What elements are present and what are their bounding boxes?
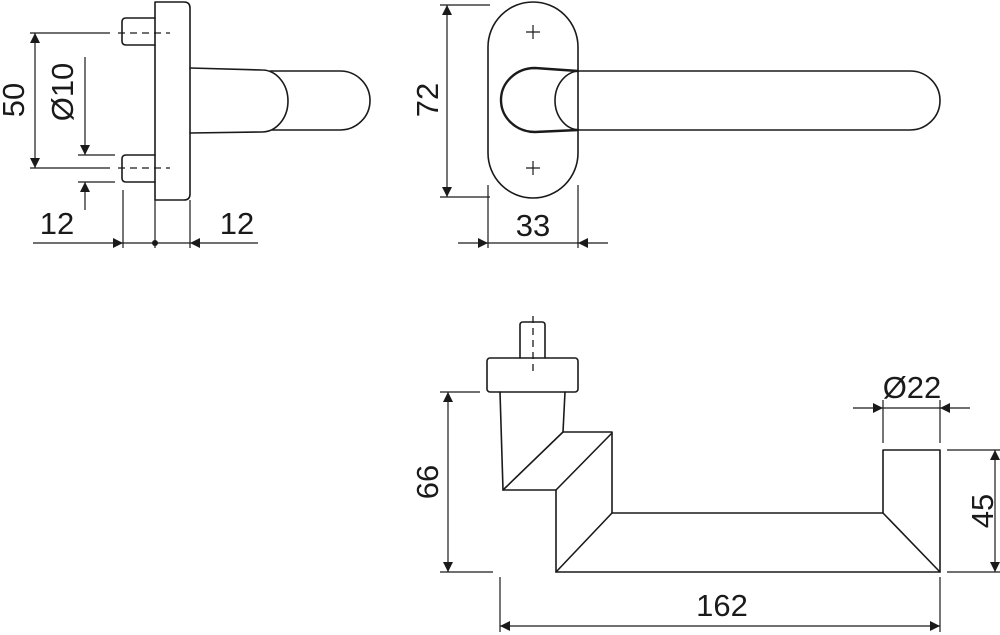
screw-plus-icon (526, 161, 540, 175)
rose-plate (154, 1, 191, 201)
rose-cap (486, 357, 579, 393)
pin-bottom (121, 154, 156, 183)
side-view: 50 Ø10 12 12 (0, 1, 371, 248)
top-view: 66 162 Ø22 45 (410, 316, 1000, 632)
dim-pin-diameter: Ø10 (45, 63, 80, 122)
dim-rose-thickness: 12 (220, 206, 254, 241)
dim-lever-end-height: 45 (965, 494, 1000, 528)
dim-height: 66 (410, 465, 445, 499)
dim-pin-spacing: 50 (0, 83, 31, 117)
front-view: 72 33 (410, 1, 941, 248)
dim-lever-diameter: Ø22 (883, 370, 942, 405)
pin-top (121, 17, 156, 46)
rose-oval (487, 1, 579, 199)
lever-body (499, 391, 941, 573)
handle-lever (554, 70, 941, 131)
dim-rose-width: 33 (516, 208, 550, 243)
handle-neck (189, 67, 289, 134)
dim-length: 162 (696, 588, 748, 623)
dim-rose-height: 72 (410, 83, 445, 117)
handle-lever (269, 70, 371, 131)
handle-neck (499, 66, 580, 134)
dim-pin-length: 12 (40, 206, 74, 241)
screw-plus-icon (526, 25, 540, 39)
